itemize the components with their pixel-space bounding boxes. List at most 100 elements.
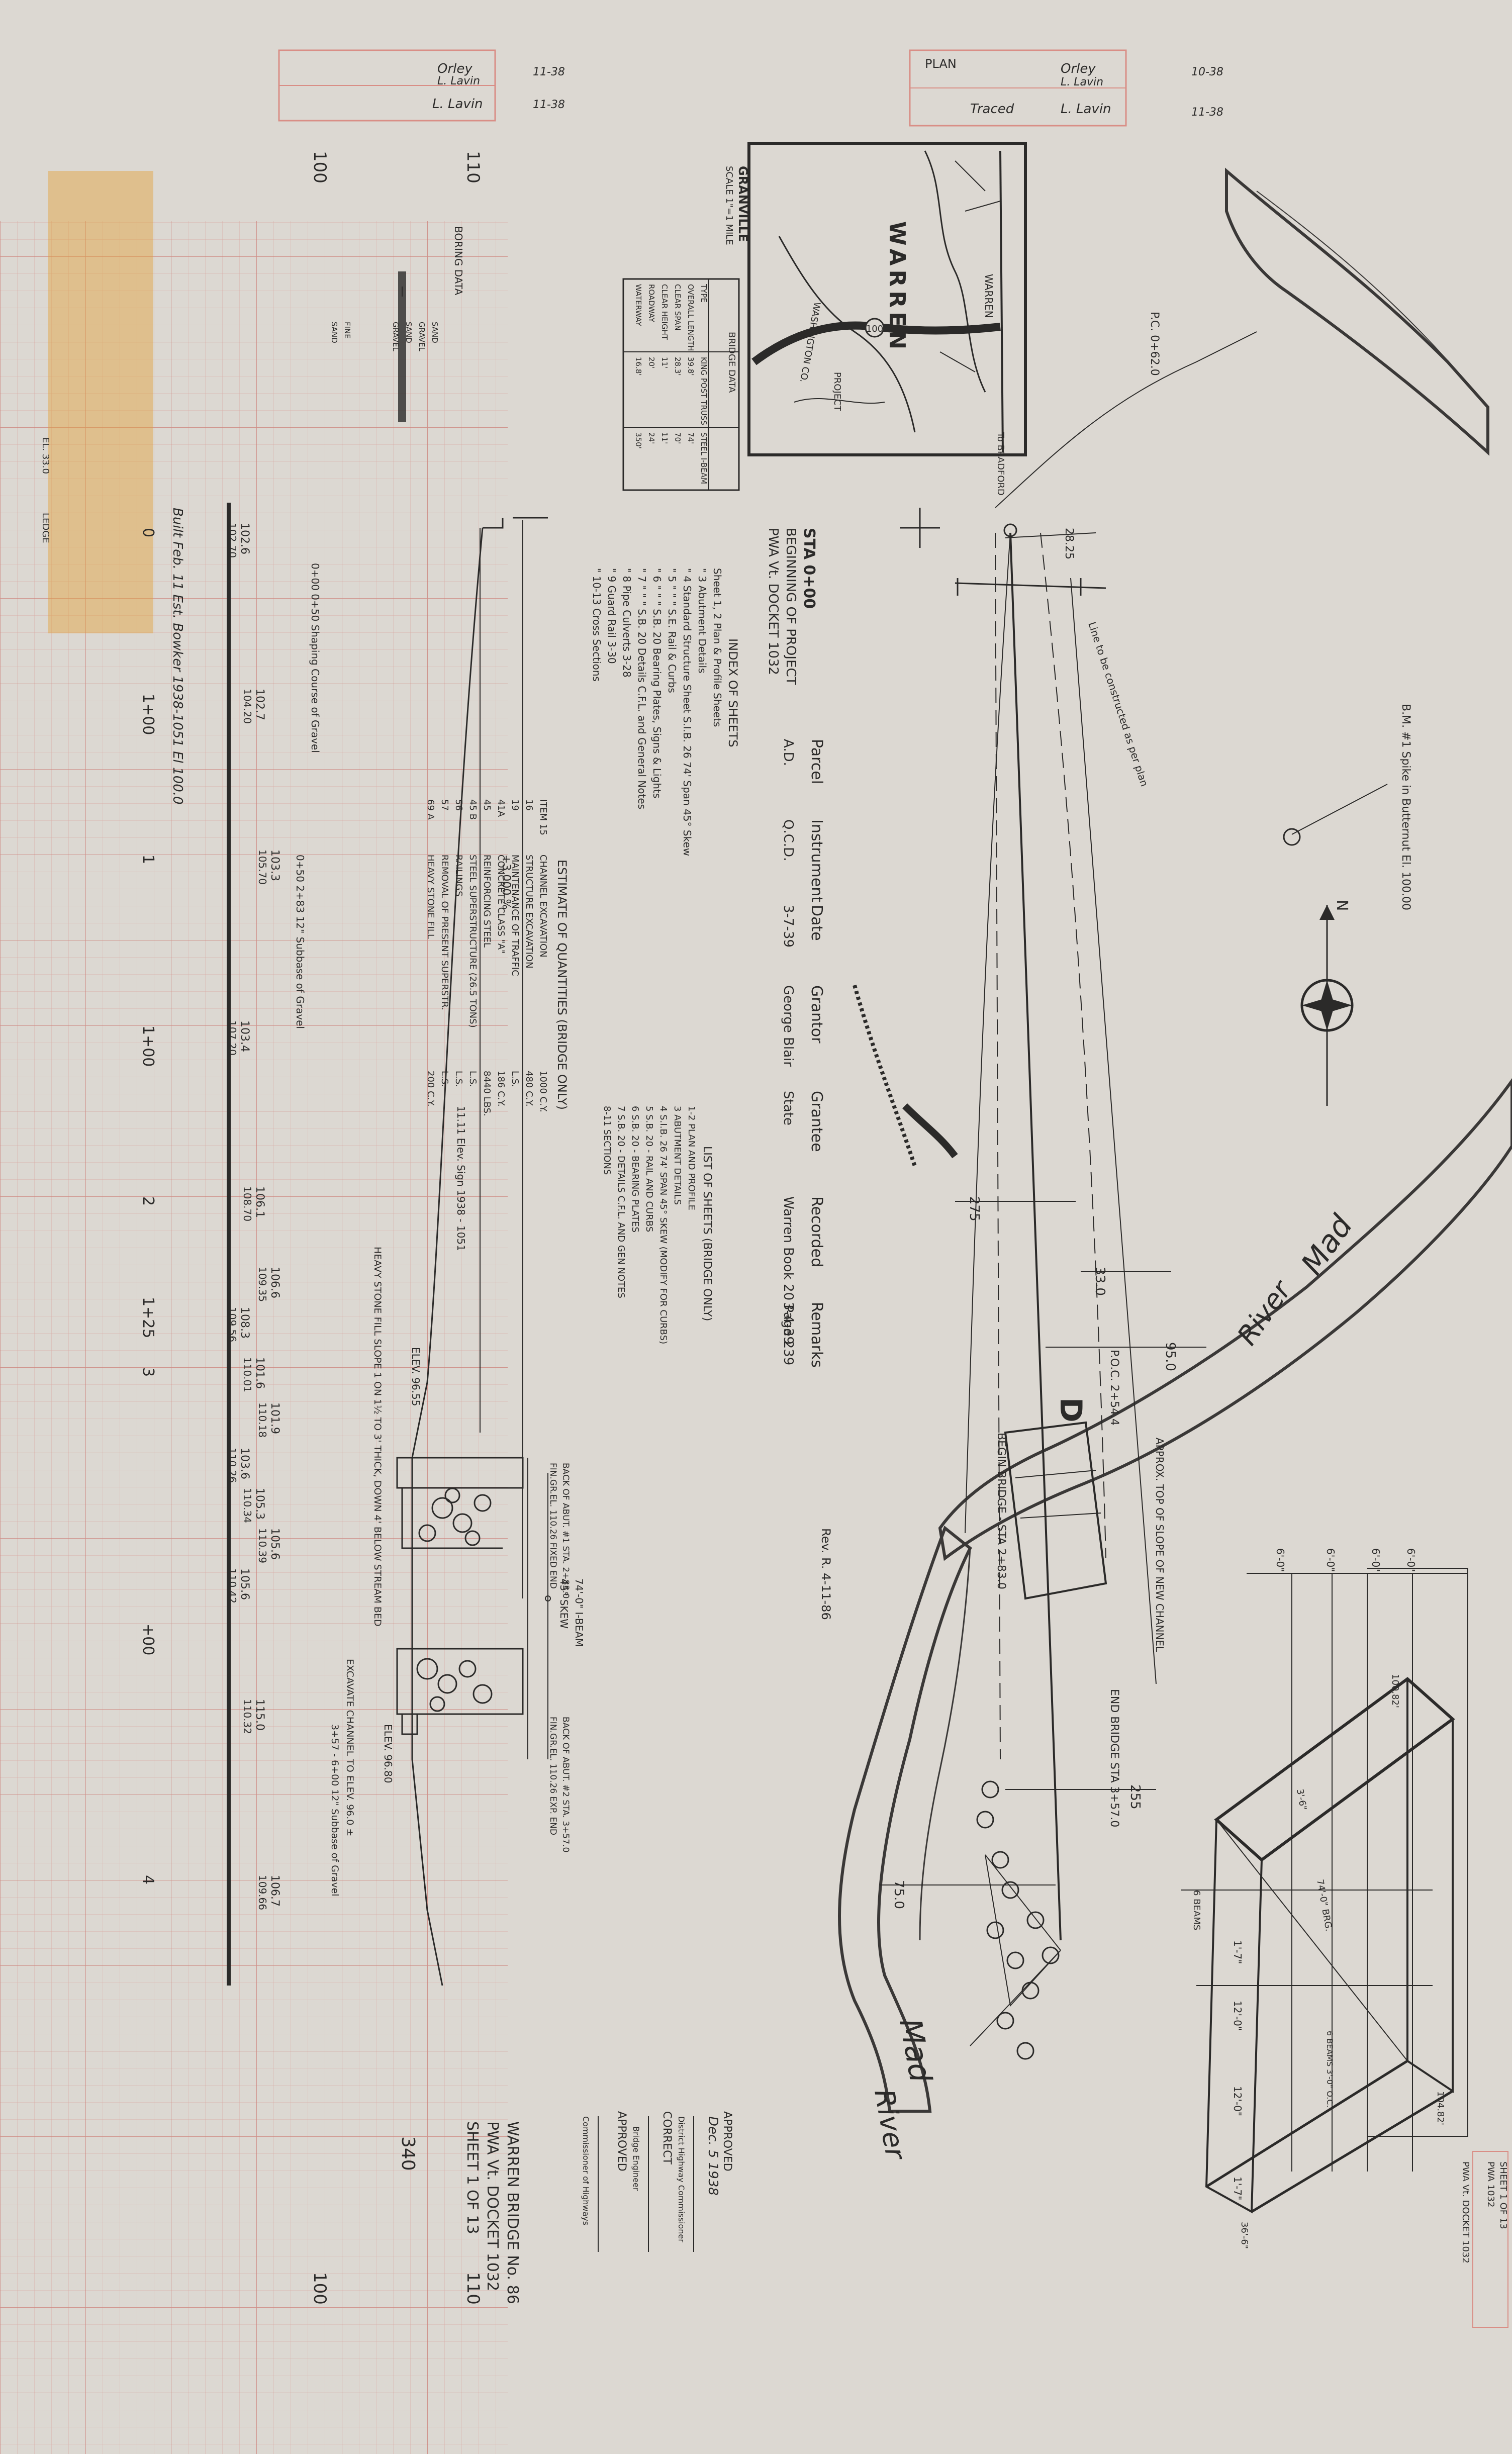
list-item: 6 S.B. 20 - BEARING PLATES [630, 1106, 640, 1233]
tree-symbol [986, 1921, 1004, 1939]
list-item: 1-2 PLAN AND PROFILE [686, 1106, 697, 1210]
estimate-item: 41A [496, 799, 506, 817]
elevation-top: 106.7 [268, 1875, 281, 1907]
approval-approved2: APPROVED [615, 2111, 628, 2172]
bridge-data-present: 39.8' [686, 357, 695, 376]
list-title: LIST OF SHEETS (BRIDGE ONLY) [701, 1146, 713, 1321]
scale-100-top: 100 [310, 151, 330, 183]
bridge-data-label: OVERALL LENGTH [686, 284, 695, 351]
elevation-bottom: 110.26 [226, 1448, 238, 1483]
skew-spacing: 6'-0" [1405, 1548, 1417, 1572]
skew-bottom-dim: 1'-7" [1232, 1940, 1244, 1964]
tree-symbol [1042, 1946, 1060, 1964]
list-item: 5 S.B. 20 - RAIL AND CURBS [644, 1106, 654, 1232]
plan-poc: P.O.C. 2+54.4 [1108, 1350, 1120, 1426]
map-project: PROJECT [832, 372, 842, 412]
plan-marker-b: D [1053, 1397, 1088, 1423]
boring-layer: GRAVEL [417, 322, 426, 351]
parcel-header: Instrument [808, 819, 825, 902]
project-beginning: BEGINNING OF PROJECT [783, 528, 798, 685]
profile-beam: 74'-0" I-BEAM [573, 1578, 585, 1647]
index-item: Sheet 1, 2 Plan & Profile Sheets [711, 568, 723, 727]
profile-stone-note: HEAVY STONE FILL SLOPE 1 ON 1½ TO 3' THI… [372, 1247, 383, 1627]
estimate-item: 57 [439, 799, 450, 811]
estimate-desc: MAINTENANCE OF TRAFFIC [510, 855, 520, 976]
plan-begin-bridge: BEGIN BRIDGE - STA 2+83.0 [995, 1433, 1007, 1589]
estimate-desc: CHANNEL EXCAVATION [538, 855, 548, 958]
tree-symbol [1021, 1981, 1040, 2000]
parcel-cell: George Blair [781, 985, 796, 1067]
bridge-data-proposed: 24' [647, 432, 656, 444]
dim-275: 275 [967, 1196, 982, 1221]
map-granville: GRANVILLE [736, 166, 750, 242]
index-item: " 9 Guard Rail 3-30 [606, 568, 618, 664]
estimate-qty: 8440 LBS. [482, 1071, 492, 1116]
stamp-tl-date: 11-38 [533, 66, 565, 78]
project-info: STA 0+00 BEGINNING OF PROJECT PWA Vt. DO… [766, 528, 818, 685]
estimate-desc: CONCRETE CLASS "A" [496, 855, 506, 954]
elevation-bottom: 107.20 [226, 1020, 238, 1056]
abutment-2 [396, 1648, 524, 1735]
profile-skew: 45° SKEW [558, 1578, 570, 1629]
skew-spacing: 6'-0" [1370, 1548, 1382, 1572]
estimate-qty: 1000 C.Y. [538, 1071, 548, 1112]
elevation-top: 103.4 [238, 1020, 251, 1052]
north-arrow: N [1300, 900, 1354, 1106]
stamp-tr-date2: 11-38 [1191, 106, 1223, 119]
stamp-tl-name: Orley [437, 61, 472, 76]
approval-correct: CORRECT [660, 2111, 673, 2165]
index-item: " 6 " " " S.B. 20 Bearing Plates, Signs … [651, 568, 663, 798]
index-item: " 3 Abutment Details [696, 568, 708, 674]
profile-built-note: Built Feb. 11 Est. Bowker 1938-1051 El 1… [170, 508, 185, 805]
boring-layer: SAND [404, 322, 413, 343]
stamp-tr-label: PLAN [925, 57, 957, 71]
profile-subbase2: 3+57 - 6+00 12" Subbase of Gravel [329, 1724, 340, 1897]
plan-end-bridge: END BRIDGE STA 3+57.0 [1108, 1689, 1120, 1827]
tree-symbol [996, 2012, 1014, 2030]
bench-mark: B.M. #1 Spike in Butternut El. 100.00 [1399, 704, 1412, 910]
scale-100-bottom: 100 [310, 2272, 330, 2305]
elevation-bottom: 110.42 [226, 1568, 238, 1603]
estimate-qty: 200 C.Y. [425, 1071, 436, 1106]
elevation-bottom: 109.35 [256, 1267, 268, 1302]
map-to-label: To BRADFORD [995, 432, 1006, 496]
elevation-top: 105.6 [268, 1528, 281, 1560]
station-label: 1+00 [139, 694, 157, 735]
boring-layer: SAND [330, 322, 339, 343]
location-map: 100 WARREN WARREN PROJECT WASHINGTON CO.… [724, 142, 1027, 496]
bridge-data-title: BRIDGE DATA [726, 332, 737, 393]
index-item: " 7 " " " S.B. 20 Details C.F.L. and Gen… [636, 568, 648, 809]
stamp-top-left: Orley L. Lavin 11-38 L. Lavin 11-38 [278, 49, 565, 122]
pencil-number: 340 [398, 2136, 418, 2171]
index-item: " 10-13 Cross Sections [591, 568, 603, 682]
skew-spacing: 6'-0" [1274, 1548, 1286, 1572]
dim-950: 95.0 [1163, 1342, 1178, 1371]
tree-symbol [991, 1851, 1009, 1869]
estimate-desc: STRUCTURE EXCAVATION [524, 855, 534, 969]
approval-comm: Commissioner of Highways [581, 2116, 591, 2225]
skew-spacing: 6'-0" [1325, 1548, 1337, 1572]
skew-diag1: 74'-0" BRG. [1314, 1878, 1334, 1932]
estimate-qty: L.S. [467, 1071, 478, 1087]
station-label: 1 [139, 855, 157, 864]
elevation-bottom: 108.70 [241, 1186, 253, 1221]
tree-symbol [981, 1780, 999, 1799]
elevation-top: 103.3 [268, 850, 281, 881]
index-item: " 4 Standard Structure Sheet S.I.B. 26 7… [681, 568, 693, 856]
station-label: 1+00 [139, 1025, 157, 1067]
boring-layer: FINE [343, 322, 352, 339]
skew-bottom-dim: 12'-0" [1232, 2001, 1244, 2031]
parcel-header: Parcel [808, 739, 825, 784]
bridge-data-label: CLEAR HEIGHT [660, 284, 669, 340]
estimate-item: 69 A [425, 799, 436, 820]
dim-2825: 28.25 [1063, 528, 1075, 559]
estimate-item: ITEM 15 [538, 799, 548, 835]
scale-110-top: 110 [463, 151, 483, 183]
index-title: INDEX OF SHEETS [726, 638, 740, 747]
parcel-header: Recorded [808, 1196, 825, 1267]
index-of-sheets: INDEX OF SHEETS Sheet 1, 2 Plan & Profil… [591, 568, 740, 856]
tree-symbol [1006, 1951, 1024, 1969]
estimate-qty: L.S. [510, 1071, 520, 1087]
list-item: 7 S.B. 20 - DETAILS C.F.L. AND GEN NOTES [616, 1106, 626, 1298]
